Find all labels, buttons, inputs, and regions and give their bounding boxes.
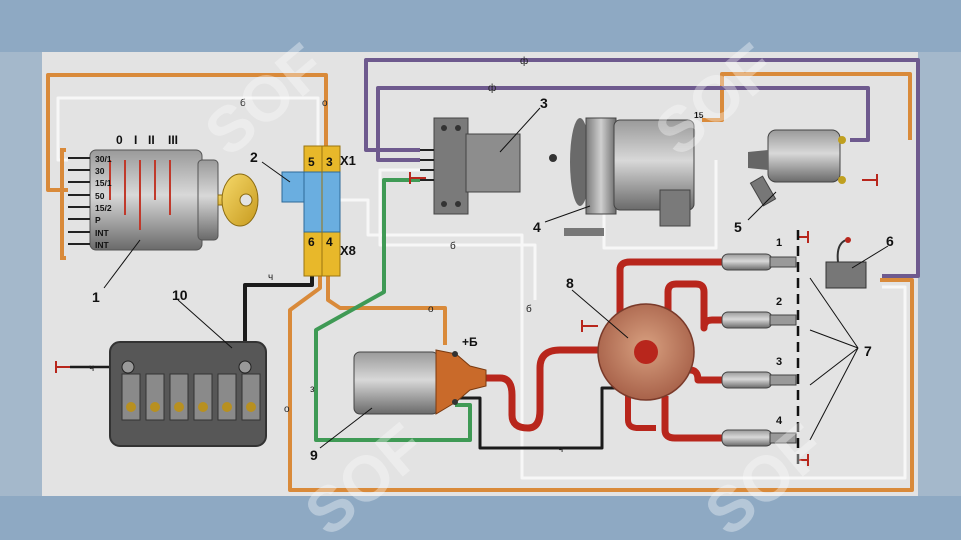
switch-contacts — [109, 160, 171, 230]
wire-orange-gen — [702, 72, 912, 140]
wire-orange-coil — [326, 275, 447, 345]
spark-plug-3 — [721, 371, 797, 389]
top-band — [0, 0, 961, 52]
wire-label-ch2: ч — [89, 363, 94, 374]
wire-red-coil-dist — [484, 346, 628, 432]
spark-plug-1 — [721, 253, 797, 271]
wire-label-b1: б — [240, 97, 246, 109]
spark-plug-4 — [721, 429, 797, 447]
terminal-int-2: INT — [95, 240, 110, 250]
watermark-4: SOF — [691, 410, 838, 540]
switch-position-1: I — [134, 133, 137, 147]
wire-label-b2: б — [450, 240, 456, 252]
switch-position-0: 0 — [116, 133, 123, 147]
battery — [109, 341, 267, 447]
wire-red-inner — [625, 396, 656, 431]
watermark-3: SOF — [291, 410, 438, 540]
terminal-50: 50 — [95, 191, 105, 201]
wire-red-plug4 — [661, 396, 725, 442]
callout-9: 9 — [310, 447, 318, 463]
connector-x1-label: X1 — [340, 153, 356, 168]
callout-6: 6 — [886, 233, 894, 249]
plug-number-3: 3 — [776, 356, 782, 368]
sensor — [825, 237, 867, 289]
wire-label-z: з — [310, 384, 315, 395]
switch-pins — [68, 157, 90, 245]
coil-plus-b-label: +Б — [462, 335, 478, 349]
generator-terminal-15: 15 — [694, 110, 704, 120]
generator: 15 — [549, 110, 704, 236]
wire-label-f2: ф — [488, 82, 496, 94]
wire-violet-inner — [376, 86, 870, 162]
ignition-switch: 0 I II III 30/1 30 15/1 50 15/2 P INT IN… — [60, 133, 219, 260]
terminal-15-1: 15/1 — [95, 178, 112, 188]
terminal-30: 30 — [95, 166, 105, 176]
callout-7: 7 — [864, 343, 872, 359]
x8-pin-4: 4 — [326, 235, 333, 249]
callouts: 1 2 3 4 5 6 7 8 9 10 — [92, 95, 894, 463]
wire-label-o3: о — [284, 404, 290, 415]
callout-3: 3 — [540, 95, 548, 111]
terminal-30-1: 30/1 — [95, 154, 112, 164]
wire-label-b3: б — [526, 303, 532, 315]
callout-1: 1 — [92, 289, 100, 305]
solenoid — [748, 129, 846, 207]
callout-4: 4 — [533, 219, 541, 235]
wire-orange-bottom — [288, 275, 914, 492]
x1-pin-5: 5 — [308, 155, 315, 169]
distributor — [597, 303, 695, 401]
wire-label-o1: о — [322, 98, 328, 109]
wire-white-gen — [602, 160, 718, 250]
switch-terminal-labels: 30/1 30 15/1 50 15/2 P INT INT — [95, 154, 112, 250]
switch-jumper — [60, 148, 66, 260]
wire-white-b2 — [310, 198, 907, 480]
connector-x8-label: X8 — [340, 243, 356, 258]
switch-position-2: II — [148, 133, 155, 147]
wire-white-b3 — [378, 168, 537, 300]
callout-10: 10 — [172, 287, 188, 303]
wire-green — [314, 178, 472, 442]
wire-orange-switch — [46, 73, 328, 192]
callout-8: 8 — [566, 275, 574, 291]
ignition-coil: +Б — [353, 335, 487, 415]
spark-plugs: 1 2 3 4 — [721, 230, 859, 468]
wire-label-o2: о — [428, 304, 434, 315]
callout-5: 5 — [734, 219, 742, 235]
wire-label-f1: ф — [520, 55, 528, 67]
plug-number-4: 4 — [776, 415, 783, 427]
callout-2: 2 — [250, 149, 258, 165]
relay-block: 5 3 6 4 X1 X8 — [281, 145, 356, 277]
terminal-p: P — [95, 215, 101, 225]
bottom-band — [0, 496, 961, 540]
wire-violet-outer — [364, 58, 920, 278]
x8-pin-6: 6 — [308, 235, 315, 249]
plug-number-2: 2 — [776, 296, 782, 308]
switch-position-3: III — [168, 133, 178, 147]
wire-black-coil-dist — [455, 386, 620, 450]
wire-labels: ф ф б о б ч ч о б з о ч — [89, 55, 563, 455]
terminal-int-1: INT — [95, 228, 110, 238]
wire-red-plug2 — [664, 280, 725, 332]
wire-label-ch1: ч — [268, 272, 273, 283]
commutator-unit — [420, 117, 521, 215]
terminal-15-2: 15/2 — [95, 203, 112, 213]
wire-label-ch3: ч — [558, 444, 563, 455]
wire-red-plug1 — [616, 258, 725, 330]
ignition-key — [217, 173, 259, 227]
x1-pin-3: 3 — [326, 155, 333, 169]
wire-black-battery — [243, 275, 314, 368]
spark-plug-2 — [721, 311, 797, 329]
plug-number-1: 1 — [776, 237, 782, 249]
